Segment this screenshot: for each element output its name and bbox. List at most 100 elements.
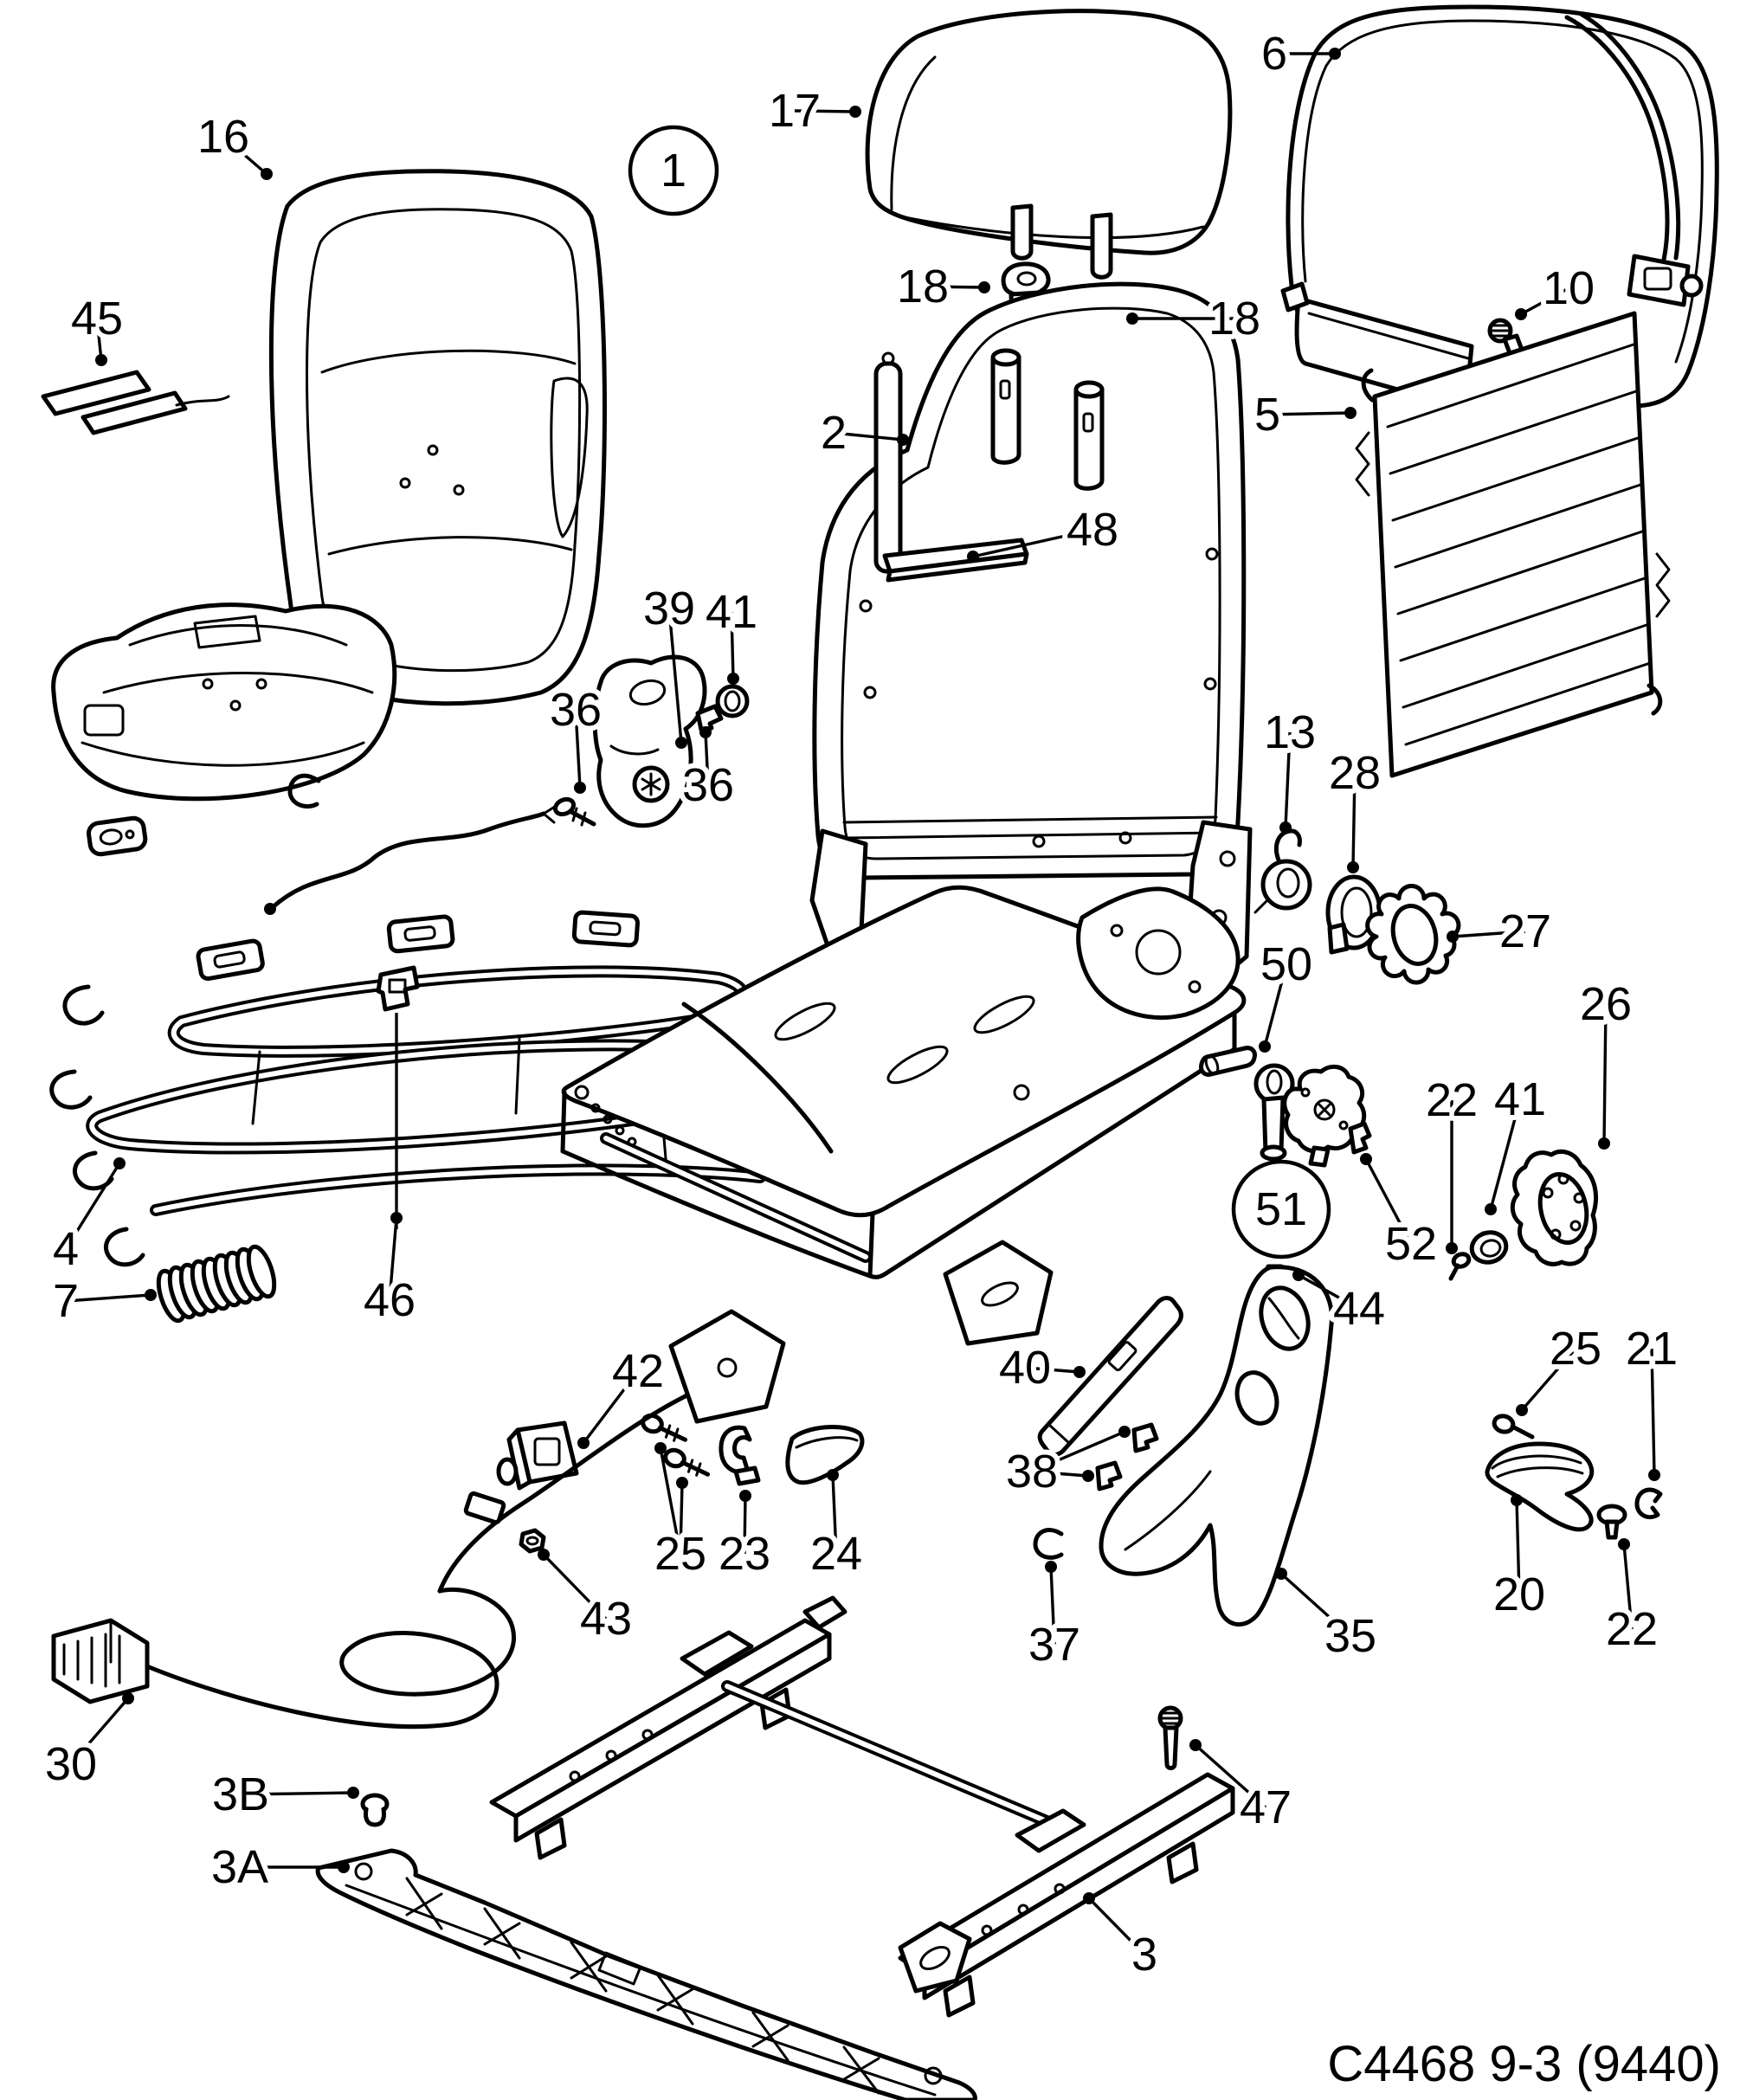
callout-27: 27 bbox=[1499, 905, 1551, 957]
callout-42: 42 bbox=[612, 1345, 664, 1397]
leader-line-17 bbox=[794, 109, 856, 113]
recline-handle-20 bbox=[1485, 1441, 1595, 1532]
seat-base-frame bbox=[560, 885, 1247, 1424]
callout-1: 1 bbox=[661, 145, 686, 196]
callout-24: 24 bbox=[810, 1528, 862, 1580]
leader-line-47 bbox=[1194, 1743, 1267, 1809]
leader-dot-48 bbox=[967, 551, 979, 563]
leader-dot-36 bbox=[574, 782, 586, 794]
bolt-22-upper bbox=[1448, 1252, 1472, 1281]
callout-38: 38 bbox=[1006, 1446, 1058, 1498]
leader-dot-27 bbox=[1447, 931, 1459, 943]
leader-dot-2 bbox=[897, 434, 909, 446]
seat-cushion bbox=[51, 602, 397, 802]
leader-dot-6 bbox=[1329, 48, 1341, 60]
leader-line-38 bbox=[1031, 1470, 1089, 1478]
screw-25-right bbox=[1492, 1414, 1535, 1440]
callout-10: 10 bbox=[1543, 262, 1595, 314]
callout-50: 50 bbox=[1260, 938, 1312, 990]
power-switch bbox=[496, 1420, 579, 1491]
leader-dot-16 bbox=[261, 168, 273, 180]
leader-dot-41 bbox=[727, 673, 739, 685]
callout-17: 17 bbox=[769, 85, 821, 137]
c-clip-37 bbox=[1033, 1528, 1064, 1560]
leader-dot-44 bbox=[1292, 1269, 1305, 1281]
callout-26: 26 bbox=[1580, 978, 1632, 1030]
callout-25: 25 bbox=[1550, 1323, 1601, 1375]
leader-dot-50 bbox=[1259, 1040, 1271, 1053]
callout-7: 7 bbox=[53, 1275, 79, 1327]
leader-line-41 bbox=[730, 611, 735, 680]
leader-dot-46 bbox=[390, 1212, 403, 1224]
leader-line-20 bbox=[1515, 1499, 1521, 1595]
rivet-22-lower bbox=[1596, 1504, 1627, 1540]
leader-line-39 bbox=[667, 608, 683, 744]
leader-dot-38 bbox=[1082, 1470, 1094, 1482]
leader-line-3B bbox=[240, 1791, 354, 1796]
callout-18: 18 bbox=[1208, 293, 1260, 345]
ring-21 bbox=[1634, 1487, 1663, 1520]
callout-52: 52 bbox=[1385, 1218, 1437, 1270]
leader-line-37 bbox=[1049, 1566, 1056, 1646]
clip-49 bbox=[86, 815, 148, 857]
leader-line-10 bbox=[1520, 287, 1569, 316]
leader-dot-35 bbox=[1275, 1568, 1287, 1580]
front-trim-bracket-3a bbox=[315, 1848, 977, 2100]
leader-dot-42 bbox=[577, 1437, 590, 1449]
leader-line-48 bbox=[972, 528, 1093, 558]
callout-16: 16 bbox=[197, 111, 249, 163]
leader-dot-25 bbox=[676, 1477, 688, 1489]
callout-30: 30 bbox=[45, 1738, 97, 1790]
leader-dot-28 bbox=[1347, 861, 1359, 873]
leader-dot-24 bbox=[827, 1469, 839, 1481]
leader-dot-38 bbox=[1118, 1426, 1131, 1438]
callout-22: 22 bbox=[1426, 1074, 1478, 1126]
leader-line-27 bbox=[1452, 930, 1526, 938]
leader-line-30 bbox=[69, 1697, 130, 1766]
leader-dot-20 bbox=[1511, 1494, 1523, 1506]
leader-dot-18 bbox=[1126, 312, 1138, 325]
callout-41: 41 bbox=[706, 586, 757, 638]
callout-51: 51 bbox=[1255, 1183, 1307, 1235]
pin-50 bbox=[1199, 1046, 1257, 1077]
leader-line-23 bbox=[743, 1495, 747, 1555]
callout-39: 39 bbox=[643, 583, 695, 635]
callout-46: 46 bbox=[364, 1274, 416, 1326]
callout-47: 47 bbox=[1240, 1781, 1292, 1833]
callout-28: 28 bbox=[1329, 747, 1381, 799]
leader-line-42 bbox=[582, 1369, 640, 1445]
cover-cap-24 bbox=[785, 1424, 865, 1485]
heater-pad bbox=[41, 370, 230, 435]
leader-line-25 bbox=[659, 1447, 682, 1555]
trim-strip-48 bbox=[882, 538, 1029, 583]
clip-46 bbox=[376, 965, 420, 1229]
leader-dot-30 bbox=[122, 1692, 134, 1704]
callout-25: 25 bbox=[654, 1528, 706, 1580]
callout-13: 13 bbox=[1264, 706, 1316, 758]
callout-37: 37 bbox=[1028, 1619, 1080, 1671]
leader-line-3 bbox=[1087, 1897, 1146, 1956]
leader-line-52 bbox=[1364, 1158, 1413, 1245]
clamp-23 bbox=[719, 1425, 761, 1486]
leader-line-50 bbox=[1263, 963, 1288, 1047]
leader-line-21 bbox=[1650, 1348, 1656, 1476]
leader-dot-45 bbox=[95, 354, 107, 366]
trim-rail-40 bbox=[1037, 1296, 1183, 1457]
leader-dot-40 bbox=[1073, 1366, 1086, 1378]
leader-dot-18 bbox=[978, 281, 990, 293]
lumbar-grid bbox=[1355, 311, 1671, 778]
leader-line-25 bbox=[1520, 1347, 1577, 1412]
callout-48: 48 bbox=[1067, 504, 1118, 556]
leader-line-40 bbox=[1024, 1366, 1080, 1374]
callout-35: 35 bbox=[1324, 1610, 1376, 1662]
leader-dot-47 bbox=[1189, 1739, 1202, 1751]
leader-dot-3B bbox=[347, 1787, 359, 1799]
leader-dot-17 bbox=[849, 106, 861, 118]
leader-dot-21 bbox=[1648, 1469, 1660, 1481]
screw-36 bbox=[552, 796, 596, 827]
leader-dot-22 bbox=[1446, 1242, 1458, 1254]
leader-dot-3A bbox=[338, 1861, 350, 1873]
leader-dot-5 bbox=[1344, 407, 1357, 419]
adjuster-knob-27 bbox=[1365, 884, 1461, 985]
